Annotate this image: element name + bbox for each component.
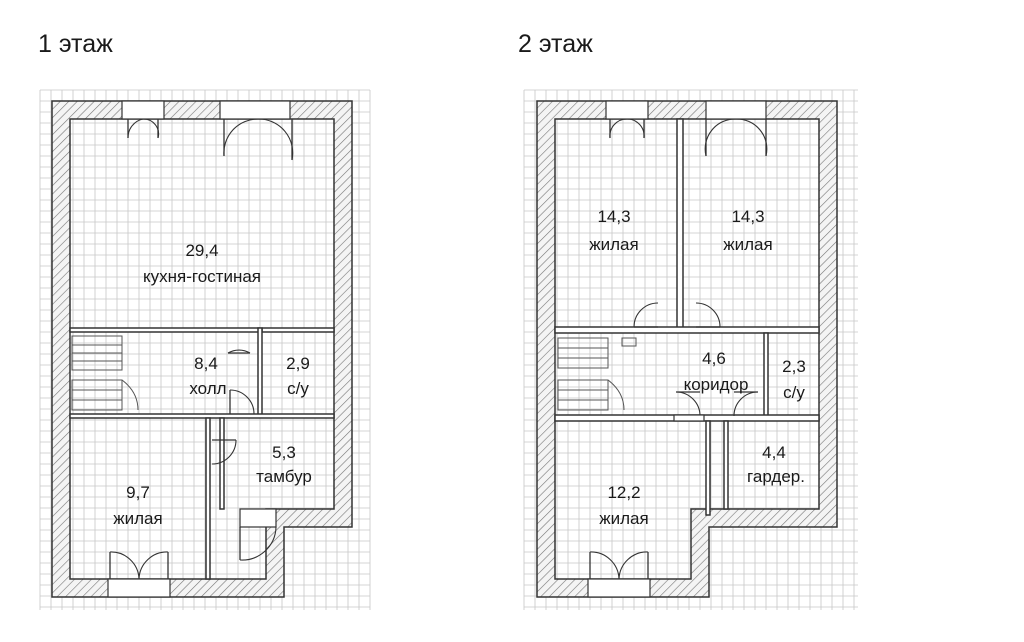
floor-1-room-kitchen-living: 29,4 кухня-гостиная [143, 241, 261, 286]
floor-2-partition-bedroom3-right [705, 420, 711, 516]
floor-1-doors [109, 118, 294, 580]
floor-1-room-vestibule: 5,3 тамбур [256, 443, 312, 486]
floor-2-partition-bedrooms [676, 118, 684, 330]
room-area: 8,4 [194, 354, 218, 373]
floor-1-staircase [71, 335, 139, 411]
floor-1-grid [39, 89, 371, 610]
room-name: жилая [589, 235, 638, 254]
room-area: 9,7 [126, 483, 150, 502]
floor-1-outer-walls [51, 100, 353, 598]
room-name: жилая [113, 509, 162, 528]
floor-2-plan: 2 этаж [518, 30, 858, 610]
floor-2-room-bedroom-bottom: 12,2 жилая [599, 483, 648, 528]
room-name: кухня-гостиная [143, 267, 261, 286]
floor-2-window-bottom [587, 578, 651, 598]
room-area: 5,3 [272, 443, 296, 462]
room-name: холл [189, 379, 226, 398]
floor-1-partition-wc-top [261, 327, 335, 333]
room-name: с/у [783, 383, 805, 402]
room-name: гардер. [747, 467, 805, 486]
floor-2-partition-wardrobe-left [723, 420, 729, 510]
floor-1-partition-living-hall [69, 327, 261, 333]
room-name: тамбур [256, 467, 312, 486]
floor-2-staircase [557, 337, 637, 411]
floor-1-title: 1 этаж [38, 30, 113, 58]
floor-2-room-bedroom-left: 14,3 жилая [589, 207, 638, 254]
room-area: 4,4 [762, 443, 786, 462]
floor-2-window-top-right [705, 100, 767, 120]
room-name: коридор [684, 375, 749, 394]
floor-2-room-wc: 2,3 с/у [782, 357, 806, 402]
floor-2-outer-walls [536, 100, 838, 598]
floor-1-partition-wc-left [257, 327, 263, 417]
floor-1-window-top-left [121, 100, 165, 120]
room-area: 14,3 [597, 207, 630, 226]
floor-2-room-corridor: 4,6 коридор [684, 349, 749, 394]
room-area: 29,4 [185, 241, 218, 260]
room-name: жилая [723, 235, 772, 254]
room-name: с/у [287, 379, 309, 398]
floor-2-partition-bedrooms-bottom [554, 326, 820, 334]
floor-1-entrance-opening [239, 508, 277, 528]
floor-2-window-top-left [605, 100, 649, 120]
floor-2-room-bedroom-right: 14,3 жилая [723, 207, 772, 254]
floor-1-plan: 1 этаж [38, 30, 371, 610]
room-name: жилая [599, 509, 648, 528]
floor-1-partition-hall-bottom [69, 413, 335, 419]
floor-1-room-hall: 8,4 холл [189, 354, 226, 398]
floor-1-partition-bedroom-right [205, 417, 211, 580]
floor-1-room-bedroom: 9,7 жилая [113, 483, 162, 528]
floor-1-window-top-right [219, 100, 291, 120]
room-area: 14,3 [731, 207, 764, 226]
floor-2-title: 2 этаж [518, 30, 593, 58]
floor-2-doors [589, 118, 768, 580]
room-area: 12,2 [607, 483, 640, 502]
room-area: 4,6 [702, 349, 726, 368]
room-area: 2,9 [286, 354, 310, 373]
floor-1-room-wc: 2,9 с/у [286, 354, 310, 398]
floor-2-partition-wc-left [763, 332, 769, 418]
floor-1-partition-vestibule-left [219, 417, 225, 510]
floor-2-room-wardrobe: 4,4 гардер. [747, 443, 805, 486]
room-area: 2,3 [782, 357, 806, 376]
floor-1-window-bottom [107, 578, 171, 598]
